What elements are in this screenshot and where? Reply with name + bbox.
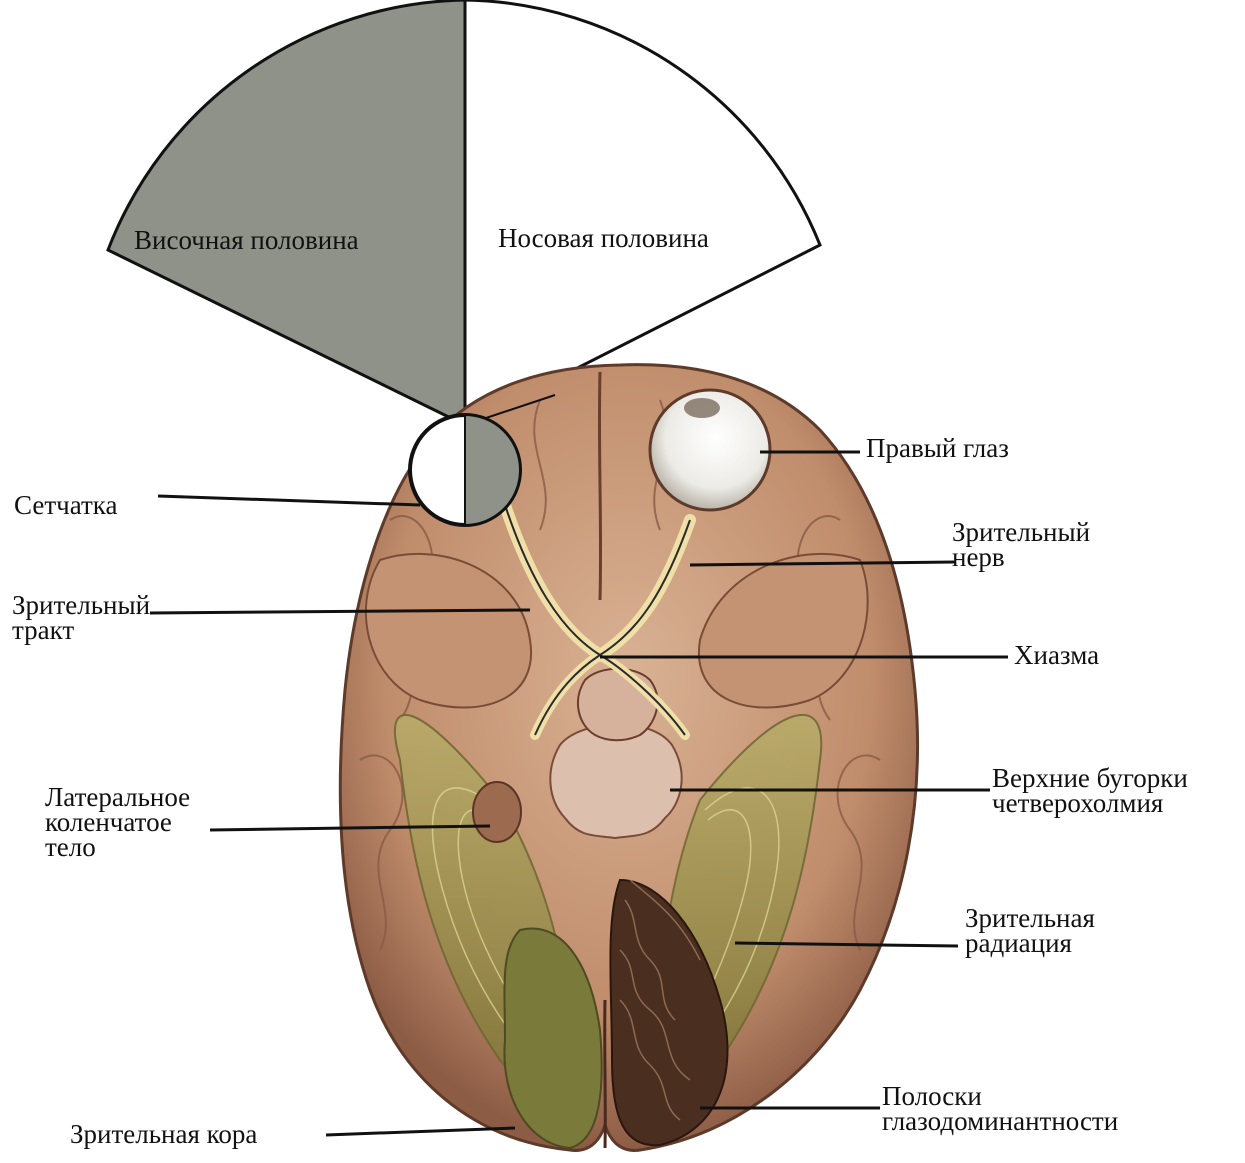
chiasm-label: Хиазма [1014,643,1099,668]
visual-field-fan [108,0,820,425]
midbrain [578,669,657,741]
left-eye-retina [410,415,520,525]
longitudinal-fissure [599,372,600,600]
right-eye-label: Правый глаз [866,436,1009,461]
nasal-half-label: Носовая половина [498,226,709,251]
optic-nerve-label: Зрительный нерв [952,520,1090,570]
optic-tract-label: Зрительный тракт [12,593,150,643]
optic-radiation-label: Зрительная радиация [965,906,1095,956]
visual-cortex-label: Зрительная кора [70,1122,257,1147]
retina-label: Сетчатка [14,493,117,518]
temporal-half-label: Височная половина [134,228,359,253]
right-eye [650,390,770,510]
superior-colliculi-label: Верхние бугорки четверохолмия [992,766,1188,816]
lgn-label: Латеральное коленчатое тело [45,785,190,860]
posterior-fissure [605,1000,606,1148]
dominance-columns-label: Полоски глазодоминантности [882,1084,1118,1134]
nasal-half-sector [465,0,820,425]
brain-ventral-view [340,365,917,1151]
superior-colliculi [550,724,681,838]
temporal-half-sector [108,0,465,425]
lateral-geniculate-body [473,782,521,842]
